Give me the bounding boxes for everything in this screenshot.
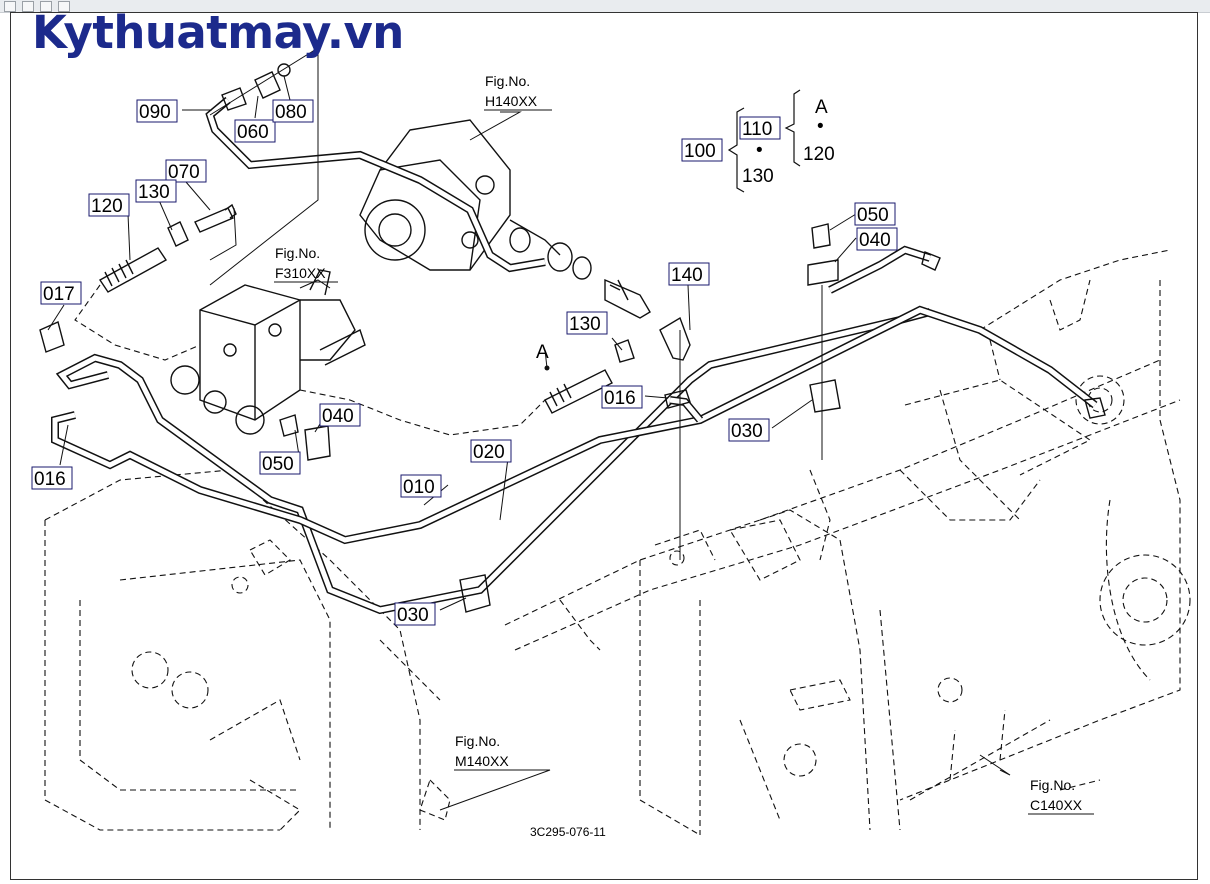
site-watermark: Kythuatmay.vn (32, 6, 404, 59)
part-number: 120 (91, 196, 123, 217)
part-number: 017 (43, 284, 75, 305)
left-mounting-plate (44, 469, 451, 831)
part-number: 070 (168, 162, 200, 183)
fig-ref-label: Fig.No. (1030, 777, 1075, 793)
part-callout[interactable]: 130 (566, 311, 608, 335)
part-callout[interactable]: 120 (88, 193, 130, 217)
legend-left-bottom: 130 (742, 166, 774, 187)
fig-ref-code: M140XX (455, 753, 509, 769)
figure-refs: Fig.No. H140XX Fig.No. F310XX Fig.No. M1… (274, 73, 1094, 839)
toolbar-forward-icon[interactable] (22, 1, 34, 12)
part-callout[interactable]: 050 (259, 451, 301, 475)
toolbar-home-icon[interactable] (40, 1, 52, 12)
toolbar-back-icon[interactable] (4, 1, 16, 12)
parts-group-legend: 100 110 • 130 A • 120 (681, 89, 835, 193)
part-number: 030 (731, 421, 763, 442)
part-number: 010 (403, 477, 435, 498)
part-callout[interactable]: 040 (856, 227, 898, 251)
part-callout[interactable]: 060 (234, 119, 276, 143)
drawing-number: 3C295-076-11 (530, 825, 606, 839)
part-callout[interactable]: 140 (668, 262, 710, 286)
part-callout[interactable]: 016 (601, 385, 643, 409)
part-callout[interactable]: 020 (470, 439, 512, 463)
part-number: 080 (275, 102, 307, 123)
transmission-housing (504, 249, 1191, 836)
small-parts (39, 63, 1106, 613)
legend-left-dot: • (756, 140, 763, 161)
part-callout[interactable]: 017 (40, 281, 82, 305)
part-callout[interactable]: 030 (394, 602, 436, 626)
toolbar-print-icon[interactable] (58, 1, 70, 12)
part-number: 040 (322, 406, 354, 427)
part-number: 020 (473, 442, 505, 463)
part-callout[interactable]: 130 (135, 179, 177, 203)
part-number: 140 (671, 265, 703, 286)
part-callout[interactable]: 040 (319, 403, 361, 427)
hydraulic-pipes (51, 96, 1098, 615)
legend-left-top: 110 (742, 119, 772, 140)
fig-ref-code: H140XX (485, 93, 538, 109)
part-callout[interactable]: 016 (31, 466, 73, 490)
part-callout[interactable]: 080 (272, 99, 314, 123)
part-number: 090 (139, 102, 171, 123)
fig-ref-label: Fig.No. (485, 73, 530, 89)
part-number: 030 (397, 605, 429, 626)
part-callout[interactable]: 090 (136, 99, 178, 123)
fig-ref-label: Fig.No. (455, 733, 500, 749)
view-marker-a: A (536, 342, 549, 363)
part-number: 130 (569, 314, 601, 335)
fig-ref-label: Fig.No. (275, 245, 320, 261)
part-number: 040 (859, 230, 891, 251)
part-callout[interactable]: 070 (165, 159, 207, 183)
part-number: 050 (262, 454, 294, 475)
part-number: 050 (857, 205, 889, 226)
leader-lines (47, 47, 1011, 811)
part-callouts: 090 060 080 070 130 120 017 016 050 040 … (31, 99, 898, 626)
hydraulic-pump (359, 119, 651, 319)
view-markers: A (536, 342, 550, 371)
part-callout[interactable]: 010 (400, 474, 442, 498)
part-callout[interactable]: 050 (854, 202, 896, 226)
fig-ref-code: F310XX (275, 265, 326, 281)
legend-right-top: A (815, 97, 828, 118)
part-callout[interactable]: 030 (728, 418, 770, 442)
part-number: 016 (604, 388, 636, 409)
control-cables (74, 284, 546, 436)
legend-group-label: 100 (684, 141, 716, 162)
part-number: 130 (138, 182, 170, 203)
diagram-frame (10, 12, 1198, 880)
legend-right-dot: • (817, 116, 824, 137)
part-number: 016 (34, 469, 66, 490)
legend-right-bottom: 120 (803, 144, 835, 165)
part-number: 060 (237, 122, 269, 143)
fig-ref-code: C140XX (1030, 797, 1083, 813)
